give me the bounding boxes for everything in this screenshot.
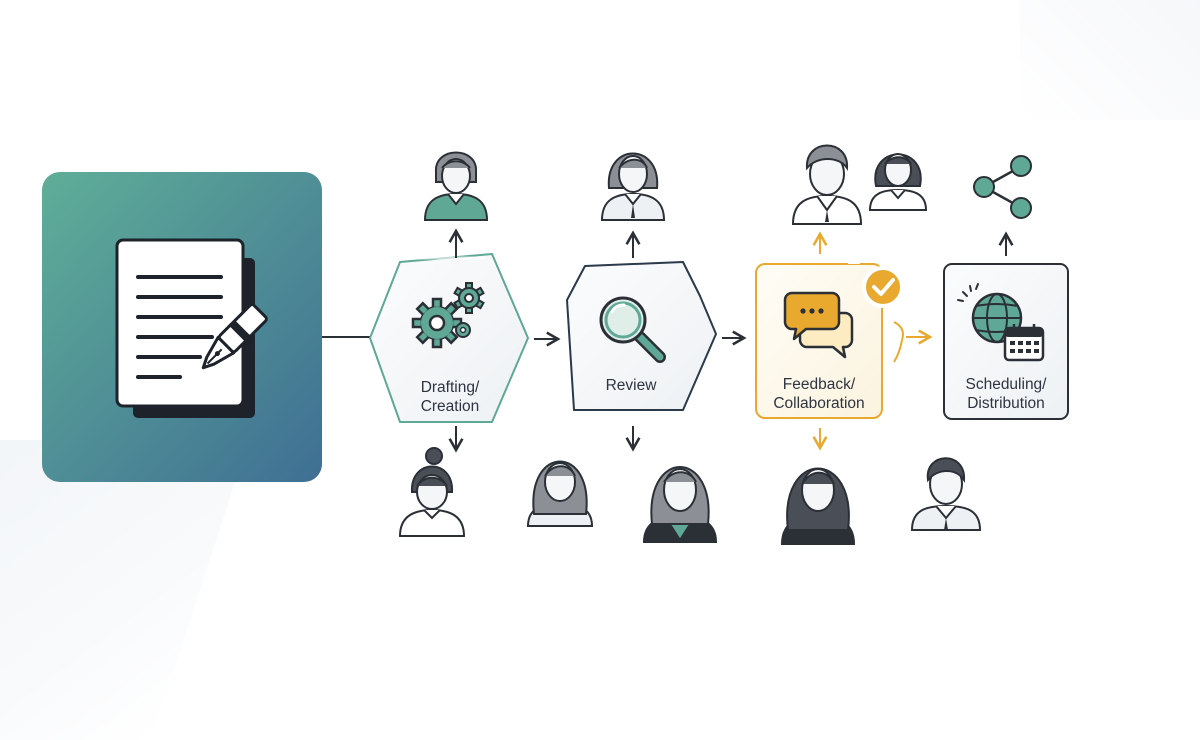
person-icon (526, 460, 594, 527)
document-pen-icon (115, 238, 268, 418)
chat-bubbles-icon (783, 291, 854, 359)
stage-label-review: Review (571, 376, 691, 395)
stage-scheduling[interactable] (943, 263, 1069, 420)
person-icon (642, 466, 718, 543)
stage-label-scheduling: Scheduling/ Distribution (944, 375, 1068, 413)
stage-drafting[interactable] (369, 253, 529, 423)
background-decoration-top (1020, 0, 1200, 120)
check-badge-icon (862, 266, 904, 308)
stage-label-line: Feedback/ (782, 376, 856, 393)
person-icon (398, 447, 466, 537)
magnifier-icon (599, 296, 666, 363)
person-icon (910, 457, 982, 531)
stage-label-line: Drafting/ (420, 379, 480, 396)
stage-review[interactable] (566, 261, 717, 411)
stage-feedback[interactable] (755, 260, 904, 419)
gears-icon (411, 282, 485, 349)
person-icon (868, 153, 928, 211)
share-icon (973, 155, 1032, 219)
stage-label-line: Review (605, 377, 657, 394)
stage-label-line: Scheduling/ (965, 376, 1047, 393)
person-icon (600, 152, 666, 221)
person-icon (423, 151, 489, 221)
workflow-diagram (42, 144, 1069, 545)
stage-label-line: Distribution (967, 395, 1045, 412)
stage-label-line: Collaboration (773, 395, 865, 412)
stage-label-feedback: Feedback/ Collaboration (756, 375, 882, 413)
stage-label-drafting: Drafting/ Creation (380, 378, 520, 416)
stage-label-line: Creation (420, 398, 480, 415)
person-icon (791, 144, 863, 225)
person-icon (780, 467, 856, 545)
document-card (42, 172, 322, 482)
globe-calendar-icon (957, 283, 1045, 362)
